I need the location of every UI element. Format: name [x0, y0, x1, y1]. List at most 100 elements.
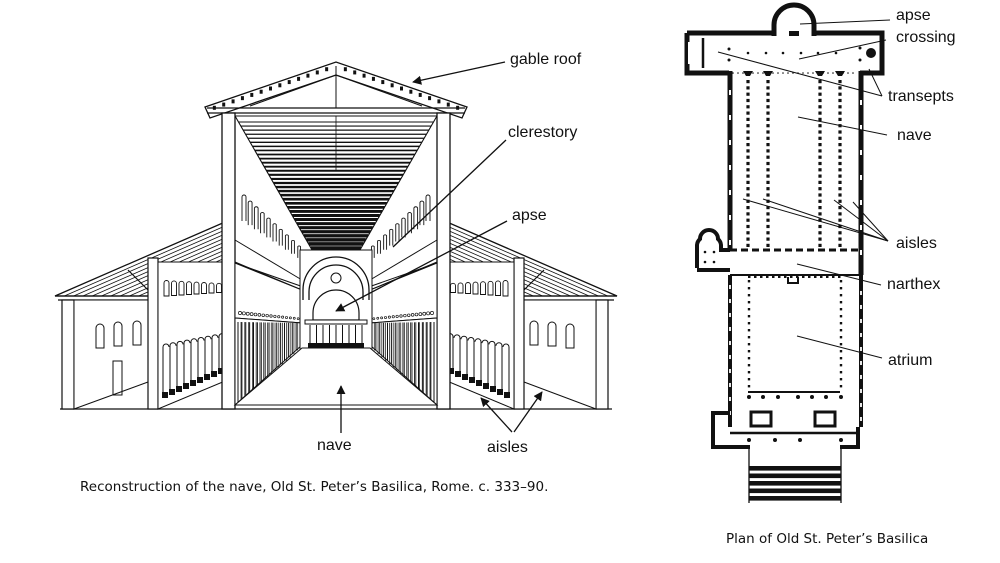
plan-column — [766, 231, 770, 235]
plan-column — [818, 168, 822, 172]
frieze-medallion — [376, 316, 380, 320]
frieze-medallion — [399, 314, 403, 318]
plan-column — [838, 275, 841, 278]
roof-tile — [278, 83, 282, 88]
window — [132, 320, 142, 346]
plan-column — [818, 124, 822, 128]
plan-column — [766, 117, 770, 121]
plan-column — [852, 72, 854, 74]
plan-column — [746, 187, 750, 191]
plan-column — [746, 168, 750, 172]
roof-tile — [315, 70, 319, 75]
plan-column — [757, 72, 759, 74]
plan-column — [818, 149, 822, 153]
column-base — [448, 368, 454, 374]
frieze-medallion — [384, 316, 387, 319]
window — [457, 282, 464, 294]
plan-column — [746, 237, 750, 241]
label-clerestory: clerestory — [508, 124, 577, 141]
plan-column — [766, 149, 770, 153]
roof-tile — [240, 96, 244, 101]
plan-column — [839, 301, 843, 304]
roof-tile — [428, 96, 432, 101]
plan-label-transepts: transepts — [888, 88, 954, 105]
plan-column — [766, 130, 770, 134]
plan-column — [808, 275, 811, 278]
window — [487, 280, 494, 296]
plan-column — [832, 275, 835, 278]
plan-narthex-leader — [796, 263, 882, 286]
clerestory-window — [278, 228, 283, 246]
plan-aisles-leader-3 — [833, 199, 889, 242]
roof-tile — [371, 76, 375, 81]
roof-tile — [456, 105, 460, 110]
colonnade-head — [815, 71, 825, 76]
plan-column — [838, 143, 842, 147]
column-base — [218, 368, 224, 374]
plan-column — [747, 322, 751, 325]
plan-column — [746, 51, 750, 55]
clerestory-window — [260, 211, 265, 234]
plan-column — [742, 72, 744, 74]
clerestory-window — [291, 239, 295, 254]
column-base — [483, 383, 489, 389]
plan-column — [818, 212, 822, 216]
plan-column — [766, 224, 770, 229]
plan-column — [747, 350, 751, 353]
plan-column — [746, 206, 750, 210]
plan-column — [807, 72, 809, 74]
frieze-medallion — [249, 312, 254, 316]
frieze-medallion — [418, 312, 423, 316]
clerestory-window — [389, 228, 394, 246]
plan-column — [839, 357, 843, 360]
window — [465, 282, 471, 294]
chapel-column — [703, 250, 707, 254]
column-base — [183, 383, 189, 389]
arcade-column — [453, 334, 461, 377]
plan-column — [732, 72, 734, 74]
frieze-medallion — [281, 315, 285, 319]
arcade-column — [169, 342, 177, 395]
plan-column — [839, 371, 843, 374]
plan-column — [747, 287, 751, 290]
colonnade-head — [763, 71, 773, 76]
clerestory-window — [371, 245, 375, 258]
plan-column — [818, 231, 822, 235]
plan-column — [766, 92, 770, 96]
plan-column — [820, 275, 823, 278]
plan-column — [746, 161, 750, 166]
arcade-column — [204, 335, 212, 380]
roof-tile — [297, 76, 301, 81]
plan-column — [839, 329, 843, 332]
column-base — [504, 392, 510, 398]
arcade-column — [183, 339, 191, 389]
plan-column — [746, 199, 750, 203]
clerestory-leader — [392, 139, 507, 248]
plan-column — [826, 275, 829, 278]
plan-label-crossing: crossing — [896, 29, 956, 46]
arcade-column — [481, 339, 489, 389]
column-base — [197, 377, 203, 383]
plan-column — [766, 143, 770, 147]
plan-column — [818, 180, 822, 184]
plan-column — [760, 275, 763, 278]
plan-nave-leader — [797, 116, 888, 136]
column-base — [204, 374, 210, 380]
clerestory-window — [241, 194, 247, 221]
plan-column — [746, 231, 750, 235]
plan-column — [752, 72, 754, 74]
plan-column — [818, 199, 822, 203]
clerestory-window — [395, 223, 400, 242]
plan-column — [784, 275, 787, 278]
plan-column — [839, 280, 843, 283]
frieze-medallion — [414, 312, 419, 317]
window — [480, 281, 486, 295]
chapel-column — [712, 260, 716, 264]
right-outer-aisle — [523, 299, 609, 410]
label-gable-roof: gable roof — [510, 51, 582, 68]
plan-column — [766, 187, 770, 191]
plan-column — [747, 357, 751, 360]
roof-brace — [523, 269, 545, 291]
frieze-medallion — [422, 311, 427, 316]
window — [472, 281, 479, 295]
